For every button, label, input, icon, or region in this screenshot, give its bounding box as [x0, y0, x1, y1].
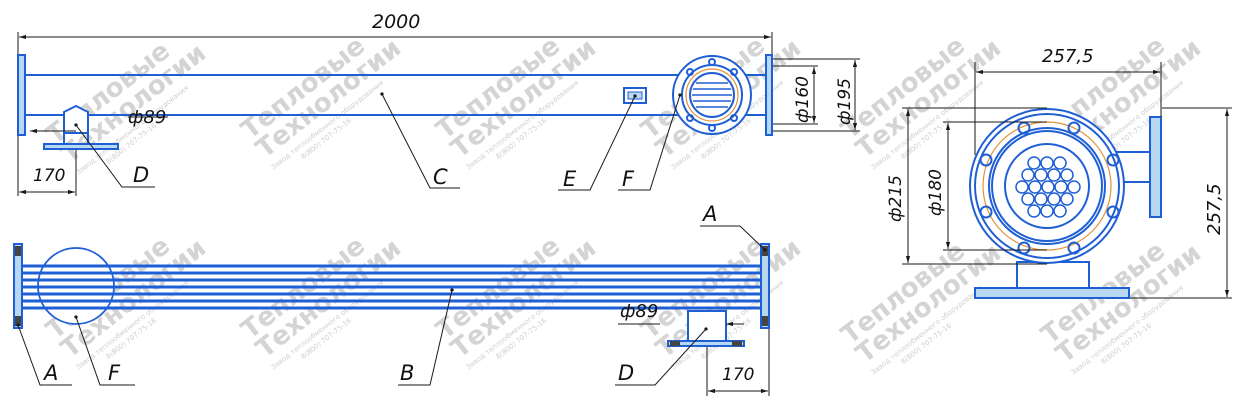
right-end-cap — [760, 243, 770, 329]
callout-b: B — [400, 361, 414, 385]
dim-support-offset-bottom: 170 — [722, 365, 754, 385]
end-flange-ring-4 — [991, 130, 1103, 242]
dim-end-d180: ф180 — [926, 169, 946, 216]
dim-shell-diameter-top: ф89 — [128, 107, 166, 128]
callout-a-right: A — [701, 202, 717, 226]
bolt-hole — [730, 114, 738, 122]
end-view-support-neck — [1016, 261, 1090, 289]
callout-f-top: F — [622, 167, 635, 191]
bolt-hole — [708, 124, 716, 132]
bolt-hole — [708, 58, 716, 66]
dim-shell-diameter-bottom: ф89 — [620, 301, 658, 322]
callout-e: E — [563, 167, 577, 191]
dim-support-offset-top: 170 — [33, 166, 65, 186]
support-bracket-bottom — [687, 310, 727, 342]
end-view — [969, 108, 1162, 299]
bolt-hole — [686, 68, 694, 76]
top-view-dimensions: 2000 ф89 170 ф160 ф195 — [17, 11, 860, 196]
bolt-hole — [686, 114, 694, 122]
end-view-dimensions: 257,5 257,5 ф215 ф180 — [886, 46, 1232, 299]
end-view-support-base — [974, 287, 1130, 299]
support-base — [43, 143, 119, 150]
right-flange — [765, 54, 773, 136]
end-flange-inner — [689, 72, 735, 118]
bottom-view-dimensions: ф89 170 — [618, 301, 770, 396]
top-view-callouts: D C E F — [74, 92, 682, 191]
bolt-hole — [979, 153, 993, 167]
tube-bundle — [22, 264, 761, 310]
bottom-view-callouts: A A F B D — [16, 202, 767, 386]
dim-flange-d195: ф195 — [835, 78, 855, 125]
dim-end-width: 257,5 — [1042, 46, 1094, 67]
left-flange — [17, 54, 26, 136]
end-flange-ring-3 — [988, 127, 1106, 245]
bolt-hole — [1106, 205, 1120, 219]
dim-end-d215: ф215 — [886, 175, 906, 222]
callout-a-left: A — [42, 361, 58, 385]
dim-end-height: 257,5 — [1204, 183, 1225, 235]
bolt-hole — [1067, 121, 1081, 135]
bolt-hole — [979, 205, 993, 219]
bolt-hole — [1106, 153, 1120, 167]
end-flange-ring-2 — [974, 113, 1120, 259]
dim-overall-length: 2000 — [372, 11, 420, 33]
callout-c: C — [433, 165, 448, 189]
callout-f-bottom: F — [108, 361, 121, 385]
callout-d-top: D — [133, 163, 149, 187]
bolt-hole — [1067, 241, 1081, 255]
end-view-side-flange — [1149, 116, 1162, 218]
dim-flange-d160: ф160 — [793, 76, 813, 123]
support-bracket — [63, 104, 89, 134]
end-flange-outer-ring — [969, 108, 1125, 264]
end-flange-orange — [685, 68, 739, 122]
tube-sheet — [1015, 156, 1081, 218]
end-flange-ring-5 — [1004, 143, 1090, 229]
top-view — [17, 54, 773, 150]
left-end-cap — [13, 243, 23, 329]
bolt-hole — [1017, 241, 1031, 255]
nozzle-box-inner — [627, 91, 643, 100]
bolt-hole — [730, 68, 738, 76]
callout-d-bottom: D — [618, 361, 634, 385]
support-base-bottom — [667, 340, 745, 347]
